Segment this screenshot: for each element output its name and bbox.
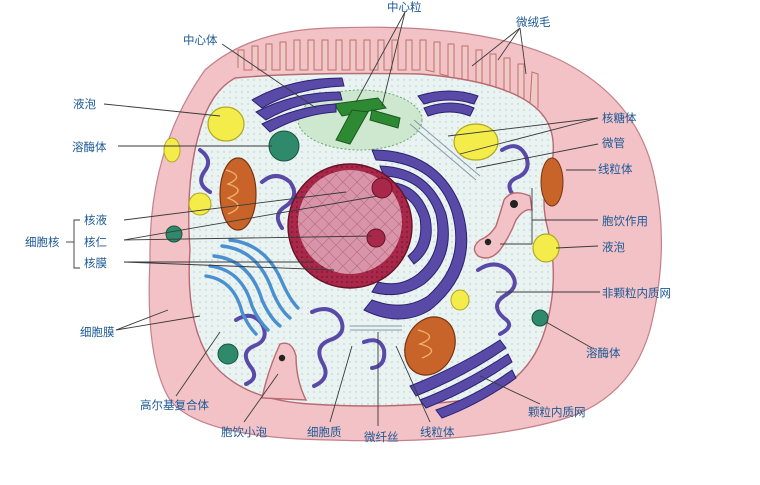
label-mitochondrion-right: 线粒体 xyxy=(598,162,633,176)
rough-er-bottom-right xyxy=(409,339,517,419)
vacuole-left xyxy=(207,106,245,142)
label-nucleolus: 核仁 xyxy=(84,235,107,249)
label-rough-er: 颗粒内质网 xyxy=(528,405,586,419)
label-microfilament: 微纤丝 xyxy=(364,430,399,444)
smooth-er-left xyxy=(198,148,297,230)
label-lysosome-left: 溶酶体 xyxy=(72,140,107,154)
vacuole-far-left xyxy=(163,137,181,163)
smooth-er-bottom xyxy=(234,307,387,388)
lysosome-left xyxy=(268,130,300,162)
label-lysosome-right: 溶酶体 xyxy=(586,346,621,360)
vacuole-mid-right xyxy=(450,289,470,311)
label-golgi: 高尔基复合体 xyxy=(140,398,209,412)
label-smooth-er: 非颗粒内质网 xyxy=(602,286,671,300)
microtubules xyxy=(350,119,481,331)
nucleolus-1 xyxy=(371,177,393,199)
rough-er-top-left xyxy=(251,77,345,133)
label-nucleoplasm: 核液 xyxy=(84,213,107,227)
smooth-er-right xyxy=(476,144,530,336)
pinocytic-vesicle xyxy=(261,342,308,401)
mitochondrion-right xyxy=(540,157,564,207)
lysosome-bottom-left xyxy=(217,343,239,365)
label-ribosome: 核糖体 xyxy=(602,111,637,125)
label-cytoplasm: 细胞质 xyxy=(307,425,342,439)
label-vacuole-right: 液泡 xyxy=(602,240,625,254)
label-microvilli: 微绒毛 xyxy=(516,15,551,29)
rough-er-top-right xyxy=(417,90,479,117)
lysosome-right xyxy=(531,309,549,327)
label-nucleus-group: 细胞核 xyxy=(25,235,60,249)
leader-lines xyxy=(66,11,600,426)
label-vacuole-left: 液泡 xyxy=(73,97,96,111)
label-nuclear-envelope: 核膜 xyxy=(84,256,107,270)
lysosome-small-left xyxy=(165,225,183,243)
centriole xyxy=(333,97,401,145)
label-pinocytosis: 胞饮作用 xyxy=(602,214,648,228)
label-microtubule: 微管 xyxy=(602,136,625,150)
label-pinocytic-vesicle: 胞饮小泡 xyxy=(221,425,267,439)
vacuole-right xyxy=(532,233,560,263)
label-centrosome: 中心体 xyxy=(183,33,218,47)
vacuole-top-right xyxy=(453,123,499,161)
nucleolus-2 xyxy=(366,228,386,248)
pinocytosis-pocket xyxy=(473,192,533,259)
label-cell-membrane: 细胞膜 xyxy=(80,325,115,339)
rough-er-right-large xyxy=(363,149,468,320)
golgi-complex xyxy=(204,238,300,336)
mitochondrion-bottom xyxy=(404,316,456,376)
label-mitochondrion-bottom: 线粒体 xyxy=(420,425,455,439)
mitochondrion-left xyxy=(219,157,257,231)
label-centriole: 中心粒 xyxy=(387,0,422,14)
